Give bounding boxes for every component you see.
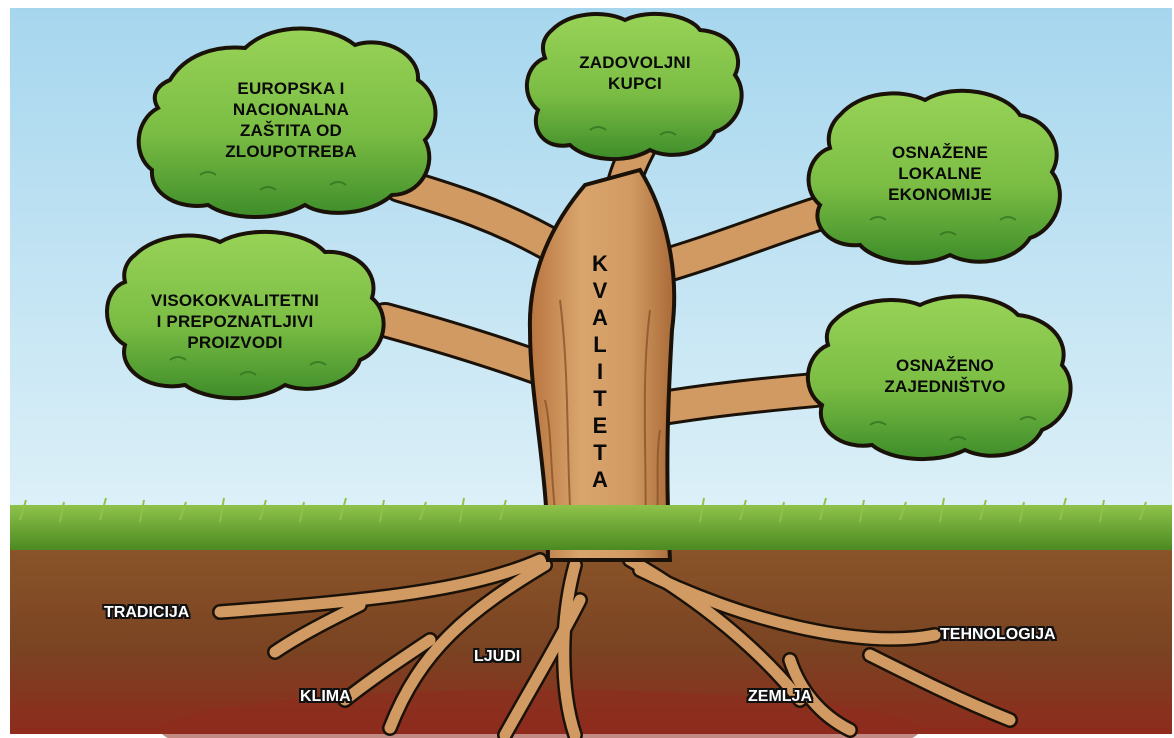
trunk-label-letter: I	[596, 359, 604, 384]
crown-label-kupci: ZADOVOLJNI KUPCI	[579, 53, 691, 93]
trunk-label-letter: L	[593, 332, 607, 357]
leaf-details	[169, 126, 1037, 441]
trunk	[527, 167, 677, 562]
root-label-tradicija: TRADICIJA	[104, 604, 190, 621]
root-label-ljudi: LJUDI	[474, 648, 521, 665]
trunk-label-letter: V	[592, 278, 608, 303]
trunk-label-letter: T	[593, 440, 607, 465]
trunk-label-letter: A	[592, 305, 608, 330]
crown-zajednistvo	[805, 294, 1073, 461]
crown-label-zajednistvo: OSNAŽENO ZAJEDNIŠTVO	[884, 356, 1006, 396]
root-label-zemlja: ZEMLJA	[748, 688, 812, 705]
crown-kupci	[524, 12, 744, 162]
grass	[10, 505, 1172, 550]
trunk-label-letter: K	[592, 251, 608, 276]
crown-label-europska: EUROPSKA I NACIONALNA ZAŠTITA OD ZLOUPOT…	[225, 79, 357, 161]
crown-label-ekonomije: OSNAŽENE LOKALNE EKONOMIJE	[888, 143, 992, 204]
roots	[212, 552, 1018, 738]
trunk-label-letter: T	[593, 386, 607, 411]
crown-label-proizvodi: VISOKOKVALITETNI I PREPOZNATLJIVI PROIZV…	[150, 291, 320, 352]
root-label-tehnologija: TEHNOLOGIJA	[940, 626, 1056, 643]
crown-europska	[136, 26, 438, 219]
root-label-klima: KLIMA	[300, 688, 351, 705]
trunk-label-letter: A	[592, 467, 608, 492]
grass-blades	[19, 497, 1147, 523]
trunk-label-letter: E	[592, 413, 608, 438]
